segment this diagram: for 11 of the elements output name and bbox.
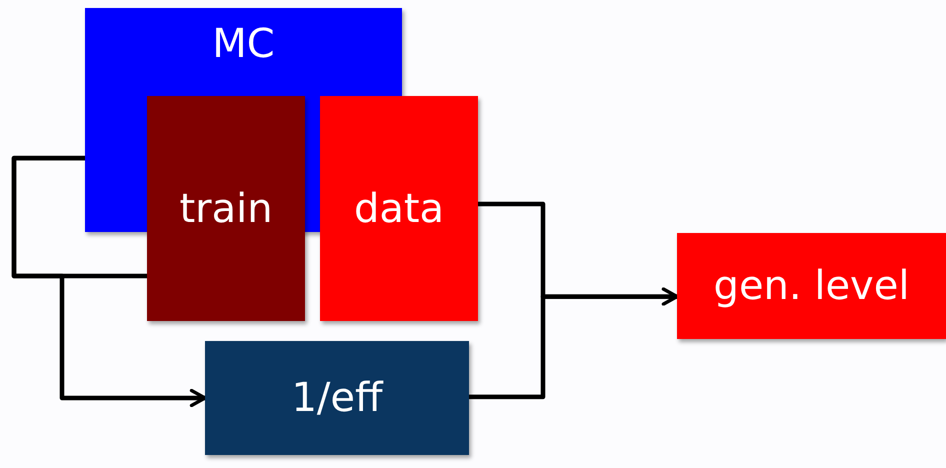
process-box — [320, 96, 478, 321]
process-box — [147, 96, 305, 321]
arrow — [469, 287, 679, 400]
arrow — [12, 156, 207, 408]
box-label: MC — [212, 22, 275, 66]
box-label: 1/eff — [291, 376, 383, 420]
box-label: gen. level — [714, 264, 910, 308]
box-label: data — [354, 186, 444, 230]
process-box — [205, 341, 469, 455]
box-label: train — [179, 186, 273, 230]
process-box — [677, 233, 946, 339]
